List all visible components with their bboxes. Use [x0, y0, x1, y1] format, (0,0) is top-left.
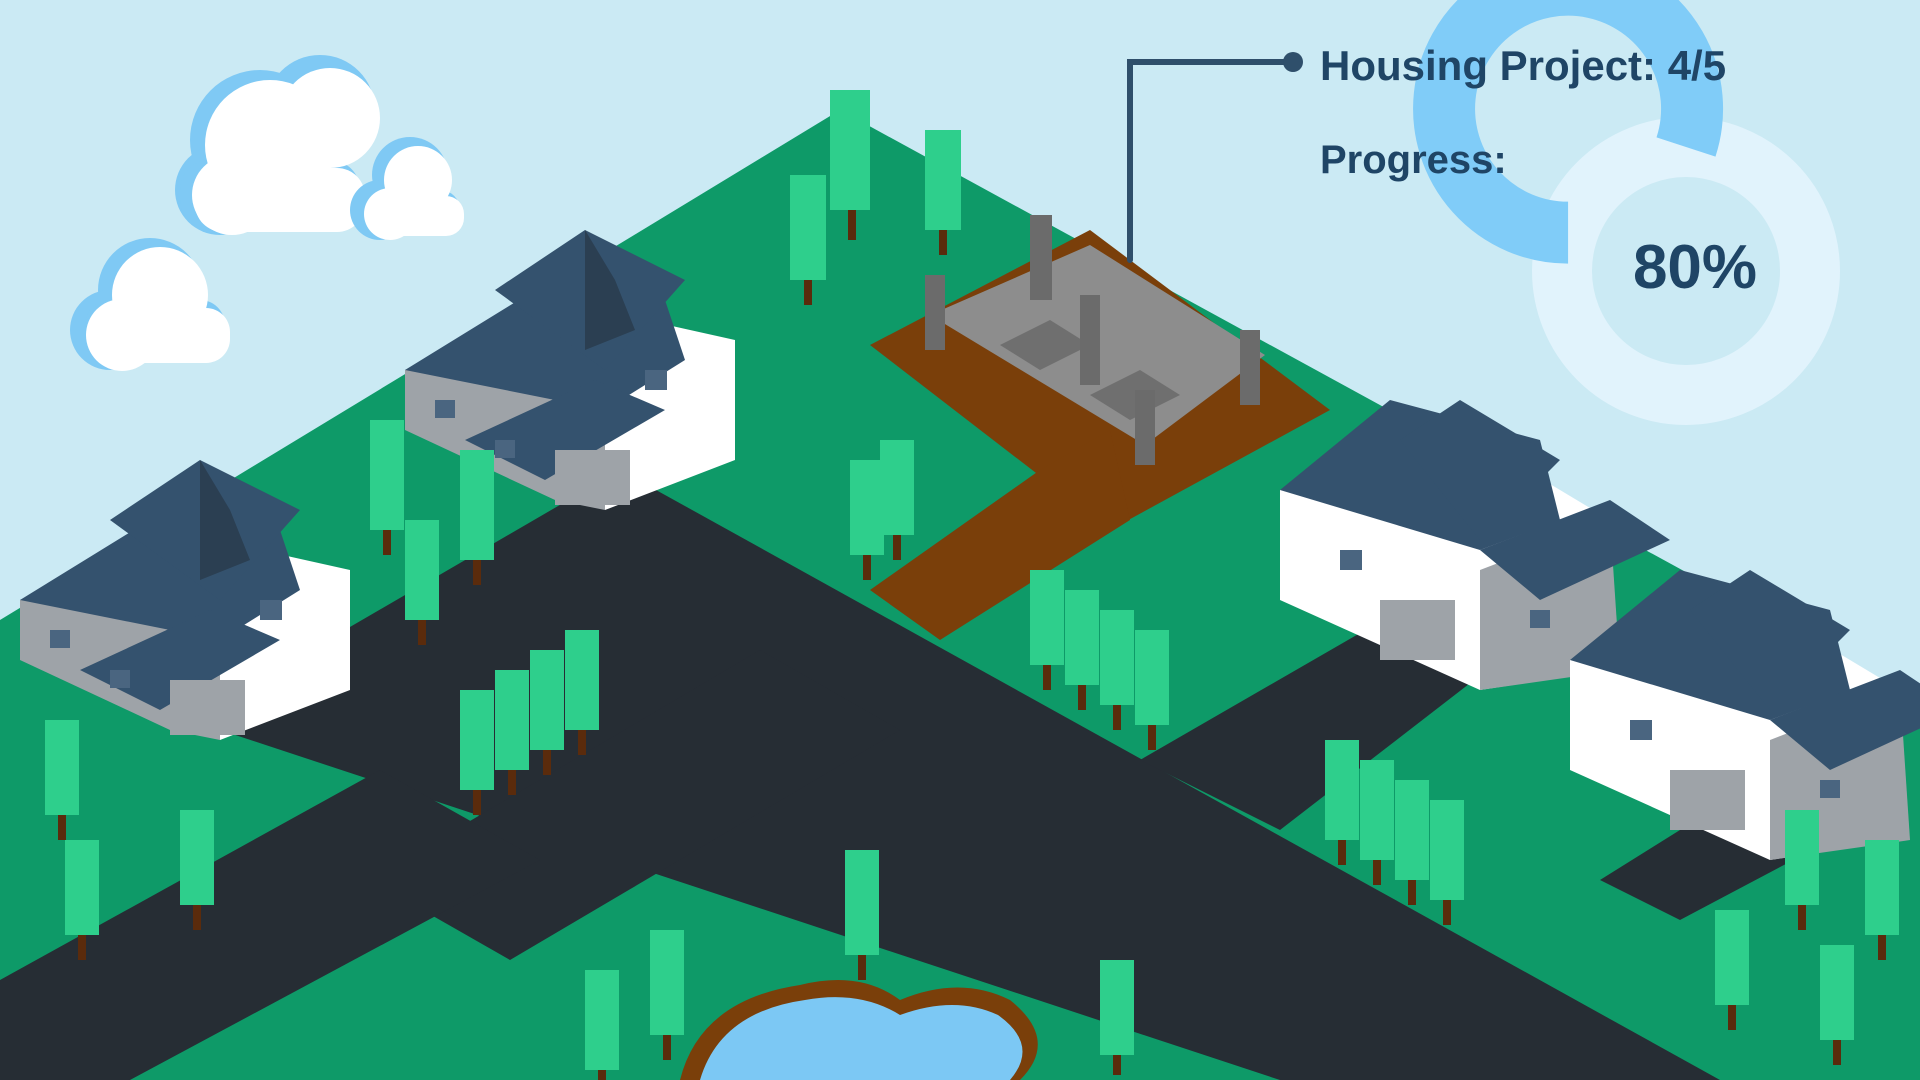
cloud-icon — [175, 55, 380, 235]
house-icon — [405, 230, 735, 510]
pond-icon — [680, 980, 1038, 1080]
progress-gauge-arc — [1413, 0, 1724, 264]
house-icon — [20, 460, 350, 740]
progress-label: Progress: — [1320, 138, 1507, 182]
cloud-icon — [350, 137, 464, 240]
tree-icon — [45, 90, 1899, 1080]
house-icon — [1280, 400, 1670, 690]
road-network — [0, 470, 1850, 1080]
progress-percent: 80% — [1632, 233, 1758, 302]
callout-line — [1127, 59, 1296, 263]
progress-gauge-icon — [1413, 0, 1840, 425]
callout-dot — [1283, 52, 1303, 72]
construction-site-icon — [925, 215, 1265, 465]
house-icon — [1570, 570, 1920, 860]
cloud-icon — [70, 238, 230, 371]
project-title: Housing Project: 4/5 — [1320, 42, 1727, 89]
